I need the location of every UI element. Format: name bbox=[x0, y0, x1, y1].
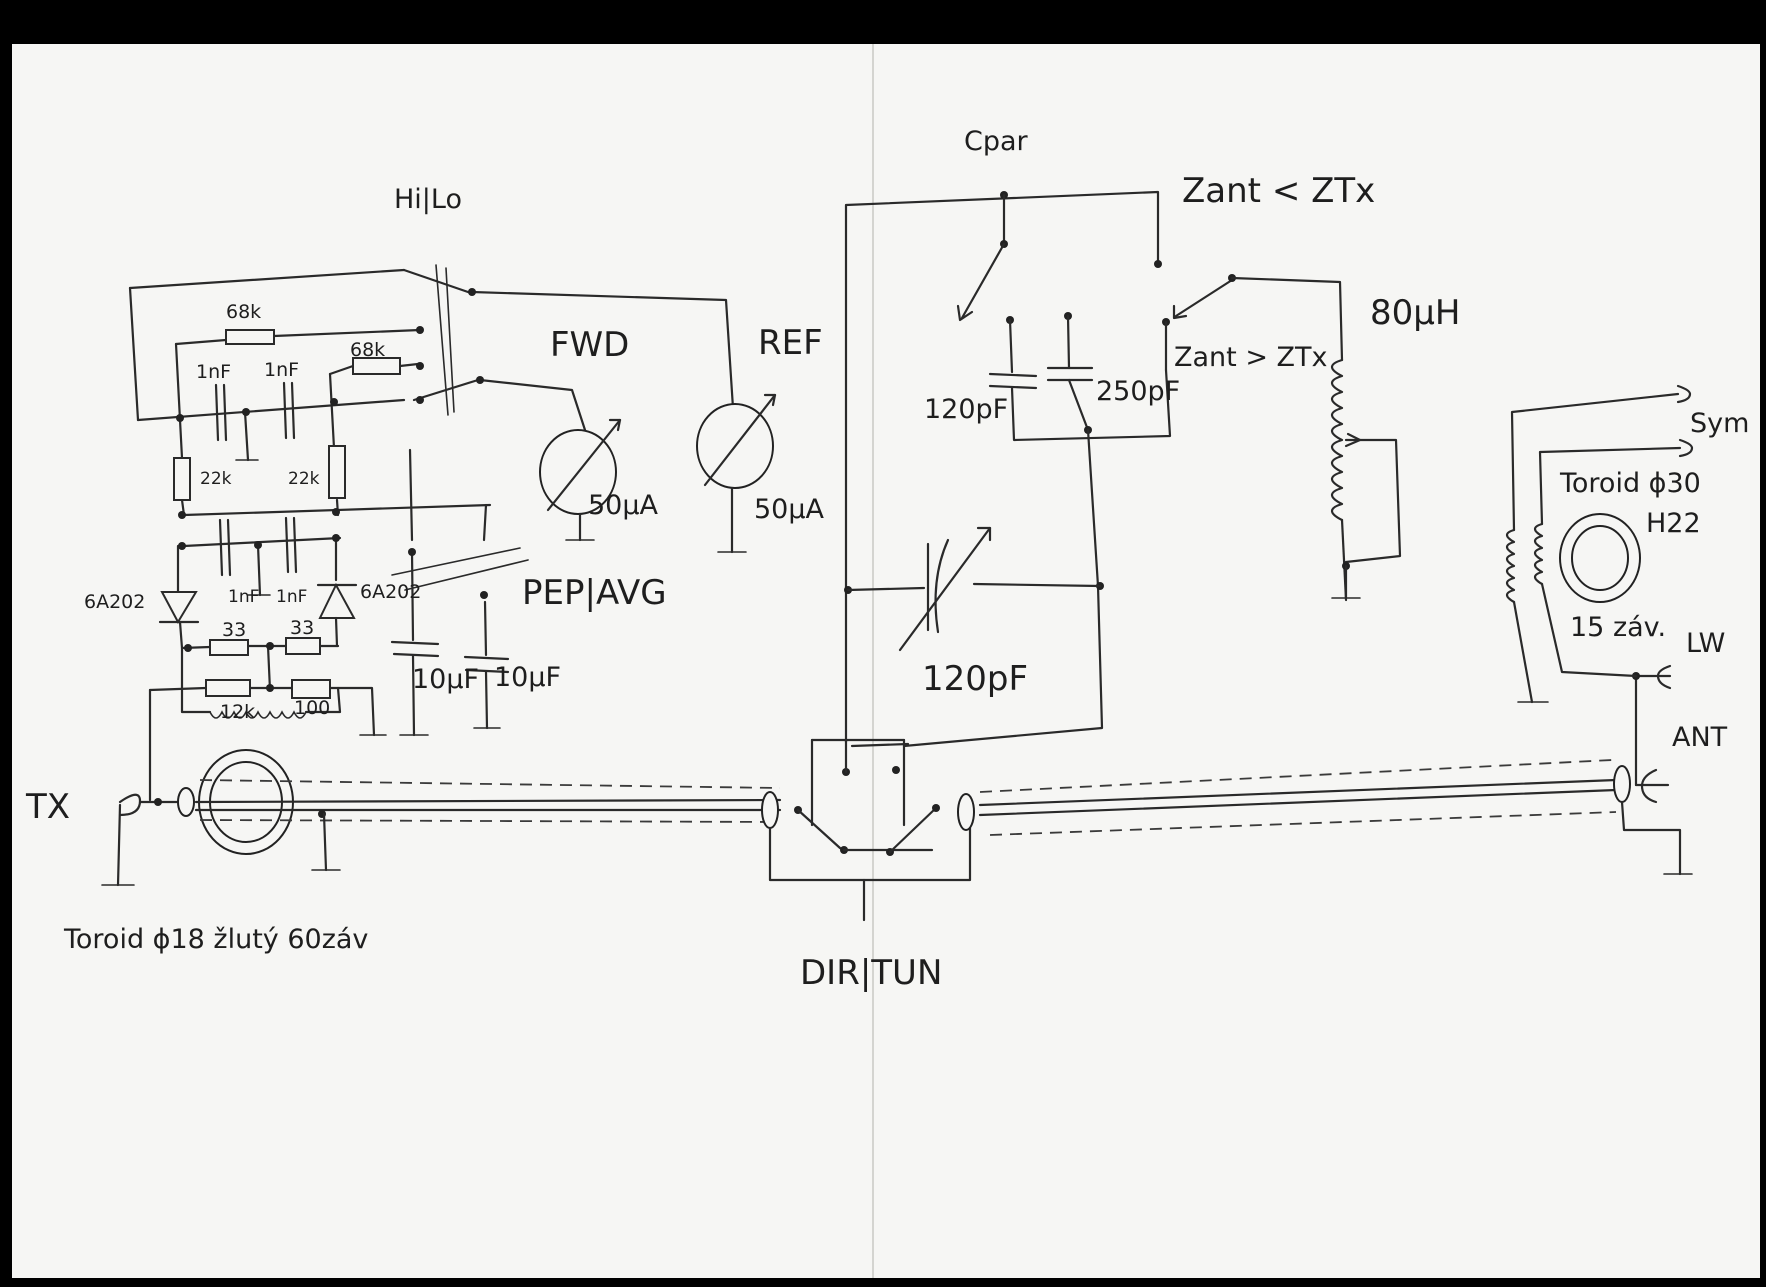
label-zant-lt-ztx: Zant < ZTx bbox=[1182, 171, 1375, 211]
label-33-b: 33 bbox=[290, 617, 314, 639]
label-dir-tun: DIR|TUN bbox=[800, 953, 942, 993]
resistor-22k-a bbox=[173, 457, 191, 501]
resistor-symbols bbox=[173, 329, 401, 699]
label-33-a: 33 bbox=[222, 619, 246, 641]
tx-line-and-coupler bbox=[101, 749, 782, 887]
resistor-68k-a bbox=[225, 329, 275, 345]
label-6a202-a: 6A202 bbox=[84, 591, 145, 613]
resistor-100 bbox=[291, 679, 331, 699]
label-10uf-a: 10μF bbox=[412, 664, 479, 695]
label-250pf: 250pF bbox=[1096, 376, 1180, 407]
label-zant-gt-ztx: Zant > ZTx bbox=[1174, 342, 1328, 373]
label-12k: 12k bbox=[220, 701, 255, 723]
label-6a202-b: 6A202 bbox=[360, 581, 421, 603]
label-1nf-a: 1nF bbox=[196, 361, 231, 383]
label-1nf-c: 1nF bbox=[228, 587, 259, 607]
label-sym: Sym bbox=[1690, 408, 1749, 439]
label-ref: REF bbox=[758, 323, 823, 363]
label-120pf-fixed: 120pF bbox=[924, 394, 1008, 425]
label-80uh: 80μH bbox=[1370, 293, 1460, 333]
meter-fwd bbox=[539, 418, 622, 542]
dir-tun-switch bbox=[761, 738, 975, 922]
label-fwd: FWD bbox=[550, 325, 629, 365]
label-lw: LW bbox=[1686, 628, 1725, 659]
resistor-33-a bbox=[209, 639, 249, 656]
label-120pf-variable: 120pF bbox=[922, 659, 1028, 699]
label-100: 100 bbox=[294, 697, 330, 719]
label-hi-lo: Hi|Lo bbox=[394, 184, 462, 215]
paper-sheet bbox=[12, 44, 1760, 1278]
meter-ref bbox=[696, 393, 777, 554]
schematic-labels: Hi|Lo FWD REF 50μA 50μA PEP|AVG 68k 68k … bbox=[25, 126, 1749, 993]
label-meter-ref: 50μA bbox=[754, 494, 825, 525]
resistor-22k-b bbox=[328, 445, 346, 499]
resistor-68k-b bbox=[352, 357, 401, 375]
label-1nf-d: 1nF bbox=[276, 587, 307, 607]
label-meter-fwd: 50μA bbox=[588, 490, 659, 521]
label-22k-a: 22k bbox=[200, 469, 232, 489]
label-22k-b: 22k bbox=[288, 469, 320, 489]
resistor-33-b bbox=[285, 637, 321, 655]
label-ant: ANT bbox=[1672, 722, 1728, 753]
label-tx: TX bbox=[25, 787, 70, 827]
label-pep-avg: PEP|AVG bbox=[522, 573, 667, 613]
label-1nf-b: 1nF bbox=[264, 359, 299, 381]
label-c-par: Cpar bbox=[964, 126, 1029, 157]
label-68k-a: 68k bbox=[226, 301, 261, 323]
label-h22: H22 bbox=[1646, 508, 1701, 539]
matching-network-wiring bbox=[844, 190, 1402, 748]
antenna-output bbox=[978, 384, 1694, 876]
label-toroid-30: Toroid ϕ30 bbox=[1559, 468, 1701, 499]
paper-fold-line bbox=[872, 44, 874, 1278]
label-68k-b: 68k bbox=[350, 339, 385, 361]
label-10uf-b: 10μF bbox=[494, 662, 561, 693]
label-toroid-18: Toroid ϕ18 žlutý 60záv bbox=[63, 924, 368, 955]
bridge-junctions bbox=[176, 288, 488, 692]
label-15-zav: 15 záv. bbox=[1570, 612, 1666, 643]
resistor-12k bbox=[205, 679, 251, 697]
